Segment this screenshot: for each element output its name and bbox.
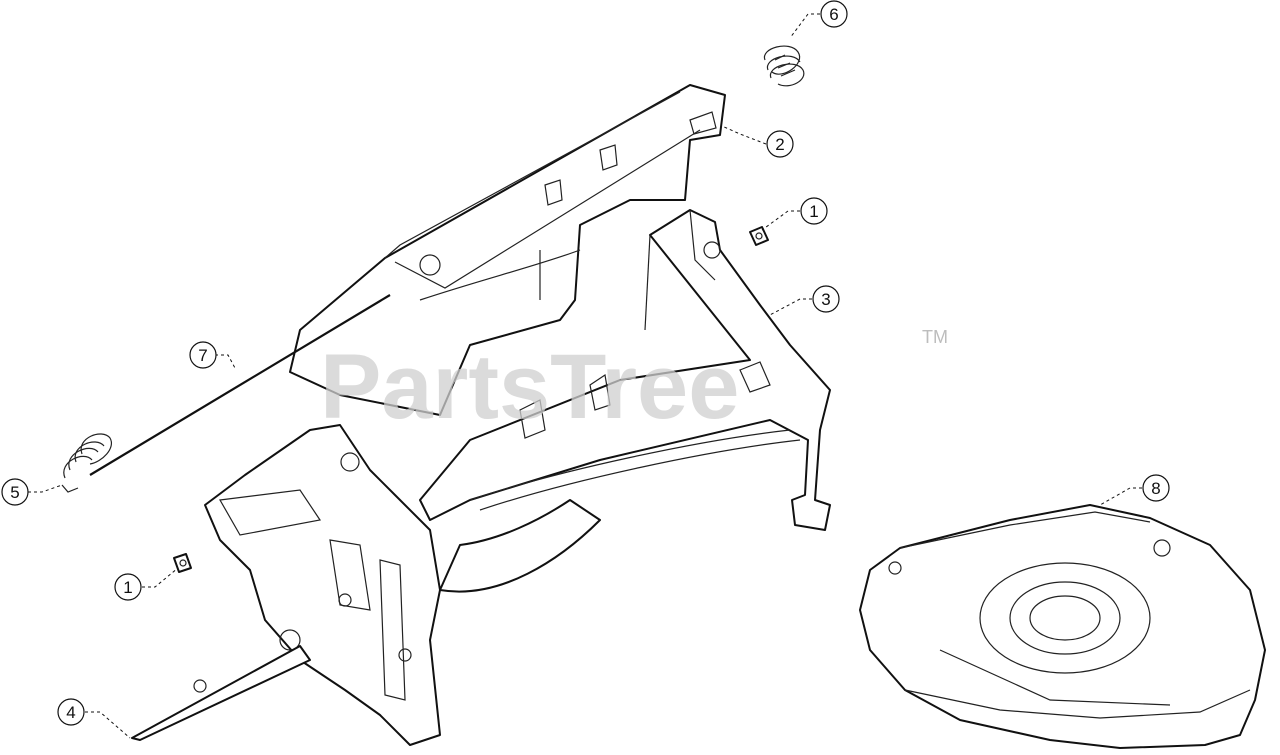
watermark: PartsTree TM <box>320 327 948 438</box>
callout-8[interactable]: 8 <box>1142 474 1170 502</box>
callout-1-lower-label: 1 <box>123 578 132 597</box>
callout-1-upper-label: 1 <box>809 202 818 221</box>
part-8-cutting-deck[interactable] <box>859 504 1266 749</box>
callout-2[interactable]: 2 <box>766 130 794 158</box>
part-7-rod[interactable] <box>89 294 391 476</box>
callout-3[interactable]: 3 <box>812 285 840 313</box>
callout-7[interactable]: 7 <box>189 341 217 369</box>
callout-4-label: 4 <box>66 703 75 722</box>
watermark-text: PartsTree <box>320 336 739 438</box>
part-4-hinge-rod[interactable] <box>131 645 311 741</box>
callout-5-label: 5 <box>10 483 19 502</box>
callout-2-label: 2 <box>775 135 784 154</box>
handle-bracket[interactable] <box>204 424 601 746</box>
leader-lines <box>28 13 1142 739</box>
part-3-deck-frame[interactable] <box>419 209 831 531</box>
callout-5[interactable]: 5 <box>1 478 29 506</box>
callout-7-label: 7 <box>198 346 207 365</box>
callout-1-lower[interactable]: 1 <box>114 573 142 601</box>
callout-3-label: 3 <box>821 290 830 309</box>
part-5-spring[interactable] <box>61 433 112 493</box>
callout-8-label: 8 <box>1151 479 1160 498</box>
callout-6-label: 6 <box>829 5 838 24</box>
part-1-nut-upper[interactable] <box>749 226 769 246</box>
callout-4[interactable]: 4 <box>57 698 85 726</box>
callout-1-upper[interactable]: 1 <box>800 197 828 225</box>
part-2-rear-flap[interactable] <box>289 84 726 416</box>
part-1-nut-lower[interactable] <box>173 553 192 573</box>
part-6-torsion-spring[interactable] <box>764 45 805 87</box>
watermark-trademark: TM <box>922 327 948 347</box>
callout-6[interactable]: 6 <box>820 0 848 28</box>
